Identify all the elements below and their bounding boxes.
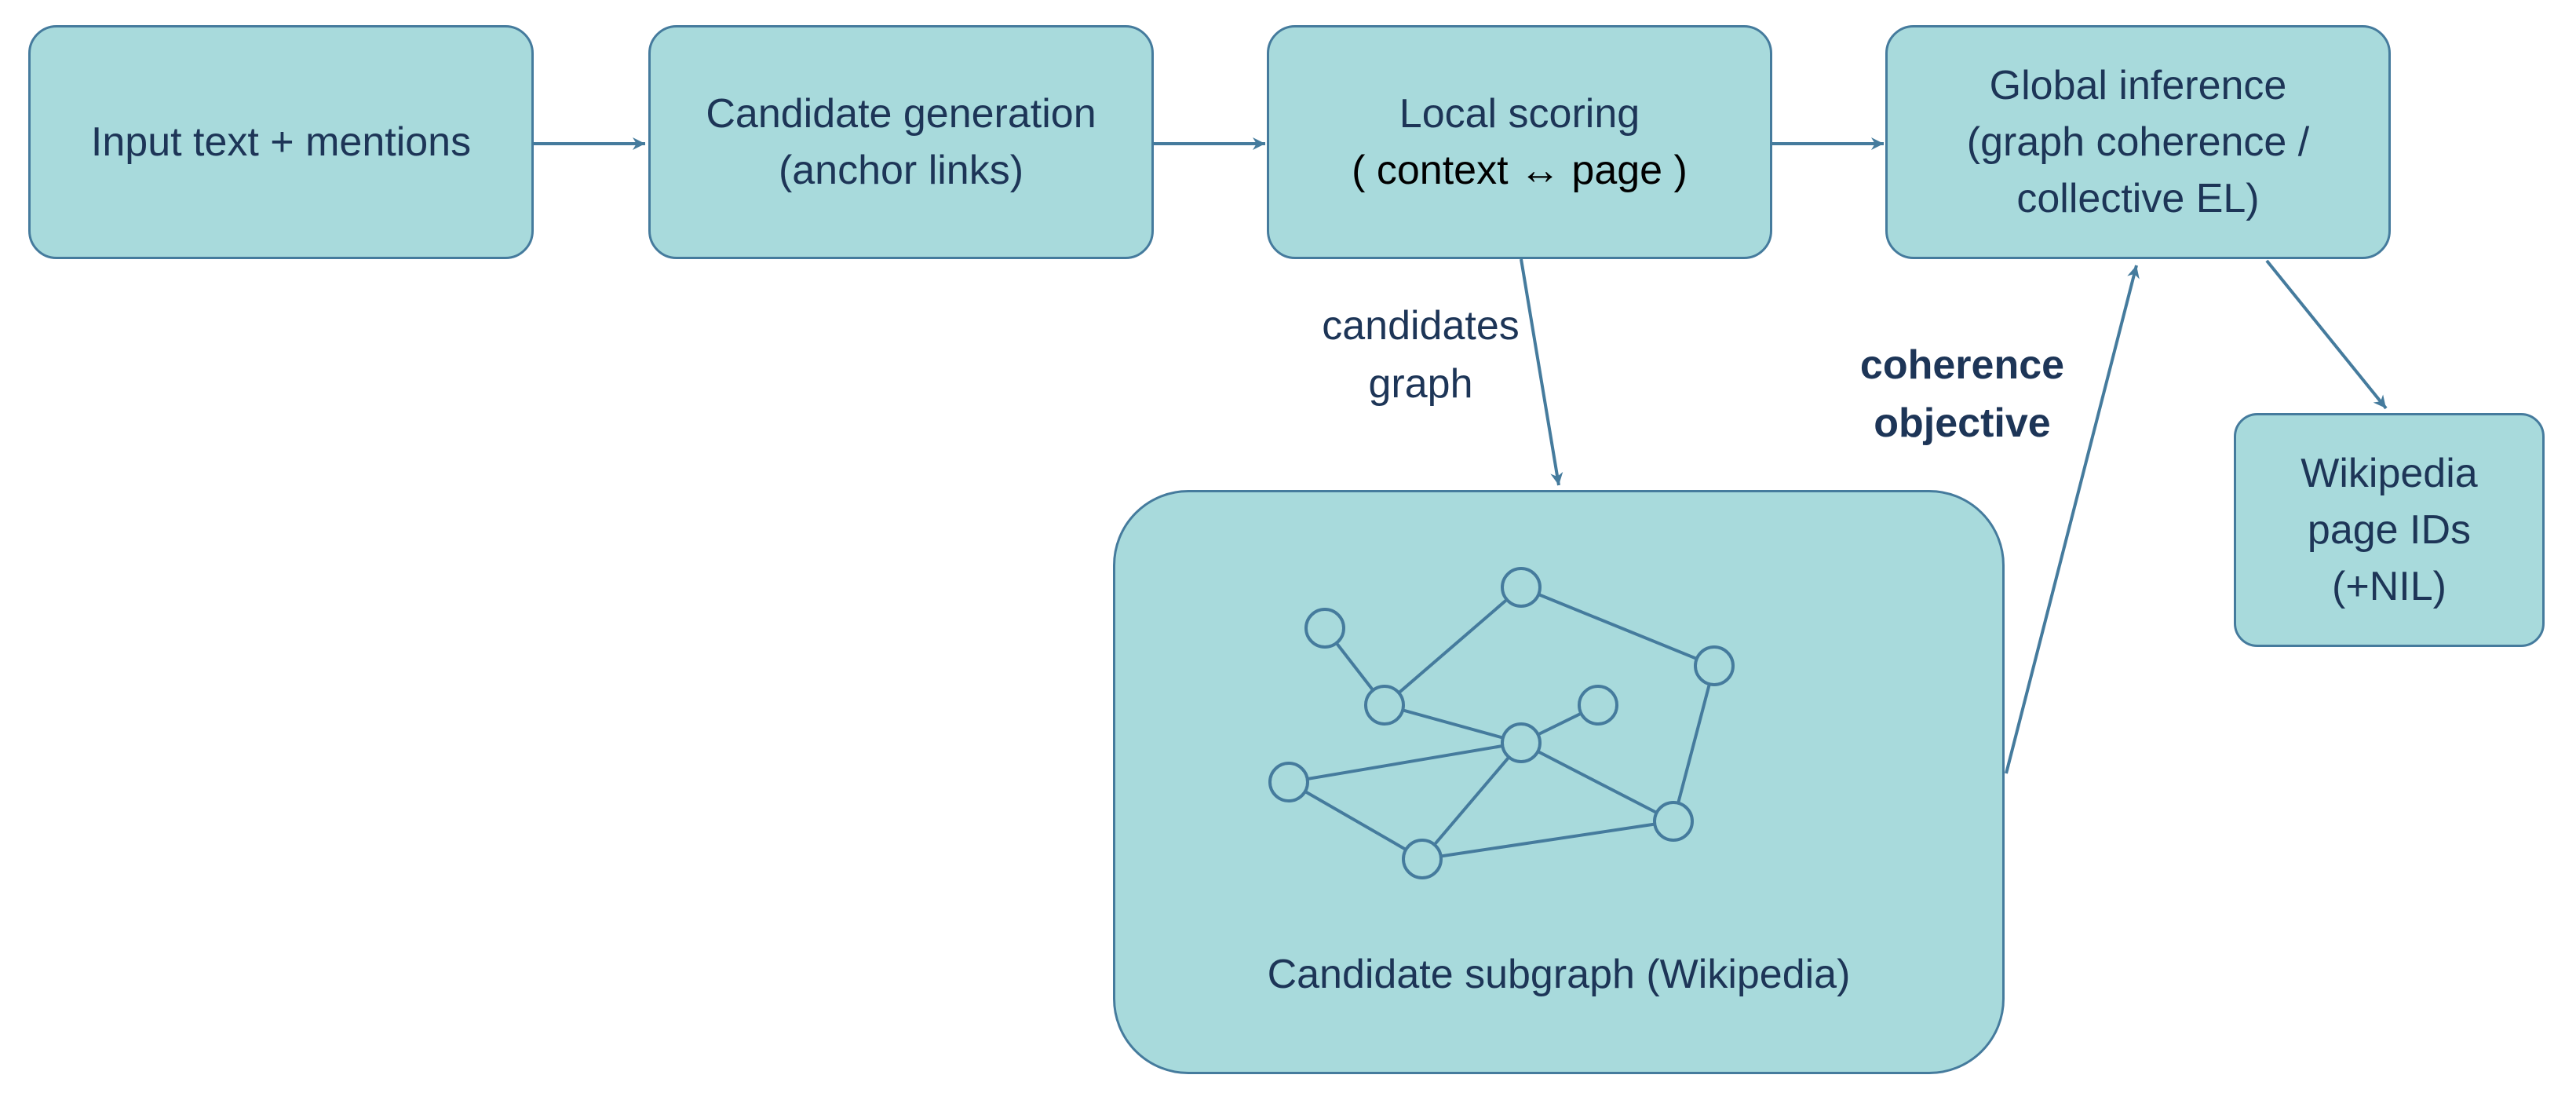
graph-edge [1672,665,1716,822]
graph-node [1501,722,1542,763]
graph-node [1402,839,1443,879]
local-scoring-title: Local scoring [1399,91,1640,137]
global-inference-line3: collective EL) [2016,176,2260,221]
input-text-label: Input text + mentions [90,119,472,165]
graph-node [1304,608,1345,649]
candidate-generation-title: Candidate generation [706,91,1096,137]
candidates-graph-line2: graph [1368,361,1473,407]
local-scoring-box: Local scoring ( context ↔ page ) [1267,25,1772,259]
candidate-generation-subtitle: (anchor links) [778,148,1024,193]
coherence-objective-line2: objective [1874,400,2051,446]
arrow-candidate-subgraph-to-global-inference [2005,265,2140,774]
graph-edge [1384,704,1522,744]
global-inference-title: Global inference [1989,63,2287,108]
input-text-box: Input text + mentions [28,25,534,259]
graph-edge [1288,741,1522,784]
output-line3: (+NIL) [2332,564,2446,609]
graph-edge [1520,586,1715,667]
candidate-generation-box: Candidate generation (anchor links) [648,25,1154,259]
graph-node [1653,801,1694,842]
coherence-objective-label: coherence objective [1829,336,2096,452]
candidates-graph-label: candidates graph [1279,297,1562,413]
graph-node [1364,685,1405,726]
graph-node [1268,762,1309,802]
graph-node [1694,645,1735,686]
candidates-graph-line1: candidates [1322,303,1520,349]
global-inference-box: Global inference (graph coherence / coll… [1885,25,2391,259]
candidate-subgraph-box: Candidate subgraph (Wikipedia) [1113,490,2005,1074]
local-scoring-subtitle: ( context ↔ page ) [1352,148,1688,193]
wikipedia-page-ids-box: Wikipedia page IDs (+NIL) [2234,413,2545,647]
graph-edge [1520,741,1674,823]
arrow-local-scoring-to-candidate-subgraph [1520,258,1563,486]
graph-node [1501,567,1542,608]
global-inference-line2: (graph coherence / [1966,119,2310,165]
graph-edge [1421,741,1523,861]
output-line2: page IDs [2307,507,2472,553]
graph-edge [1288,780,1423,861]
graph-edge [1421,820,1674,861]
arrow-global-inference-to-output [2265,259,2388,410]
coherence-objective-line1: coherence [1859,342,2065,388]
candidate-subgraph-title: Candidate subgraph (Wikipedia) [1267,952,1851,997]
output-line1: Wikipedia [2301,451,2478,496]
graph-edge [1383,586,1523,707]
graph-node [1578,685,1618,726]
